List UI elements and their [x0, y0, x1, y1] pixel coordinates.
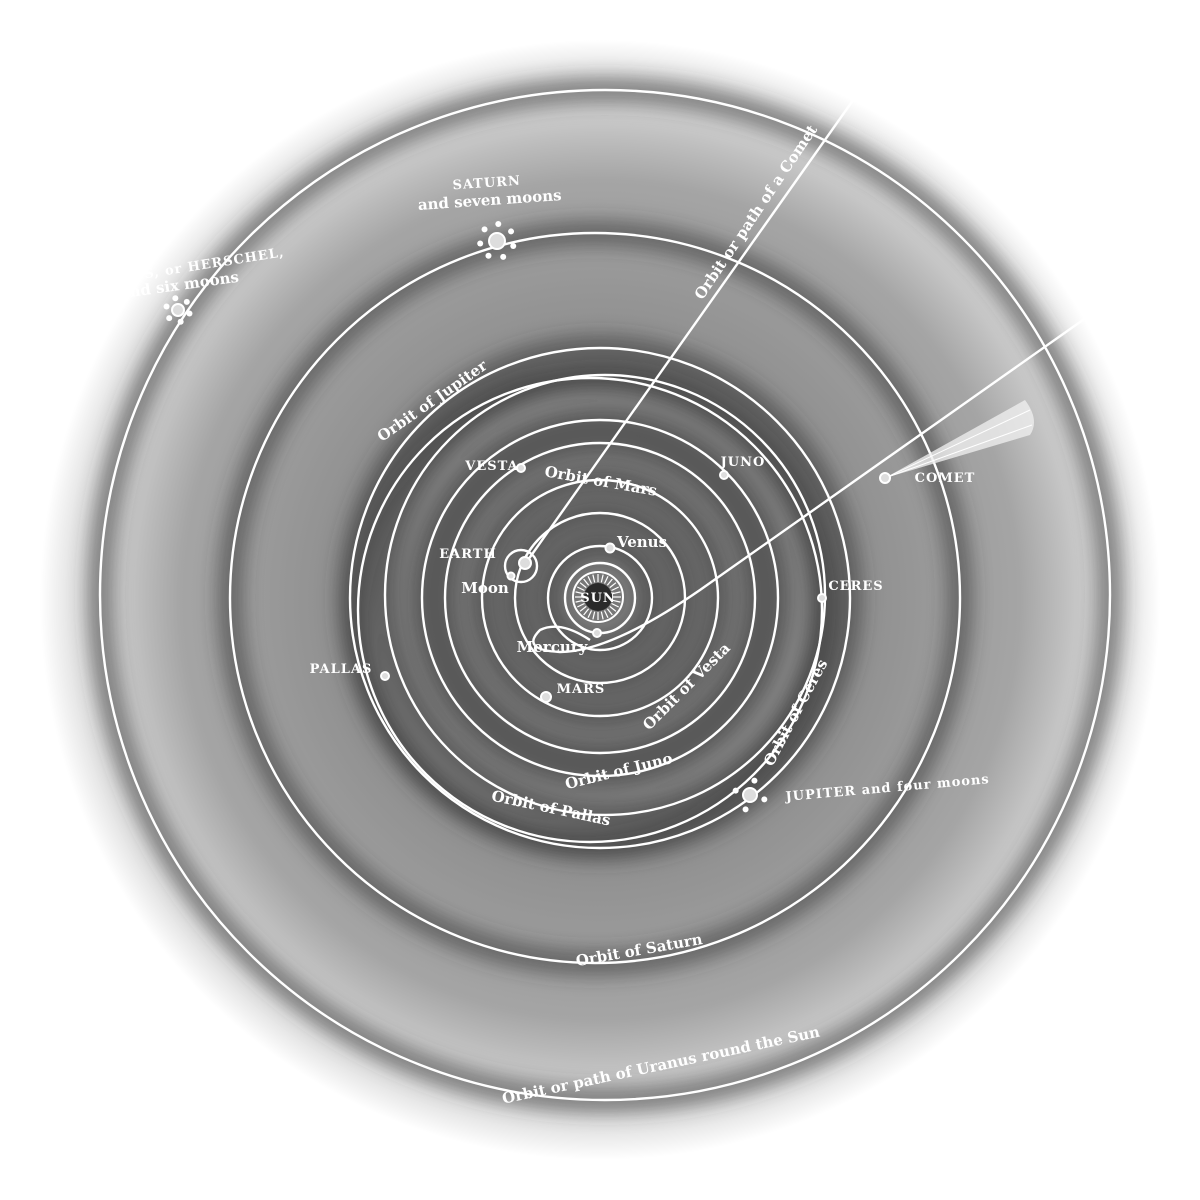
- saturn-moon: [477, 240, 484, 247]
- sun-ray: [609, 582, 617, 589]
- sun-ray: [587, 610, 593, 618]
- comet-path-1: [527, 54, 886, 561]
- saturn-orbit: [228, 231, 962, 965]
- uranus-moon: [177, 318, 184, 325]
- moons: [163, 221, 768, 813]
- saturn-sublabel: and seven moons: [417, 186, 562, 214]
- mars-orbit: [480, 478, 720, 718]
- moon-planet: [506, 571, 516, 581]
- mars-label: MARS: [557, 682, 606, 697]
- mars-planet: [540, 691, 552, 703]
- planets: [163, 221, 891, 813]
- comet-path-2: [532, 314, 1091, 654]
- sun-ray: [609, 605, 617, 612]
- saturn-moon: [510, 243, 517, 250]
- sun-label: SUN: [580, 591, 616, 606]
- sun-ray: [575, 599, 584, 603]
- jupiter-orbit: [348, 346, 852, 850]
- sun-ray: [611, 586, 619, 592]
- uranus-moon: [166, 315, 173, 322]
- juno-planet: [719, 470, 729, 480]
- venus-orbit: [546, 544, 654, 652]
- uranus-moon: [183, 298, 190, 305]
- pallas-orbit: [356, 376, 824, 844]
- sun-ray: [600, 611, 604, 620]
- vesta-orbit: [443, 441, 757, 755]
- saturn-moon: [495, 221, 502, 228]
- sun-ray: [600, 574, 604, 583]
- orbits: [98, 54, 1112, 1102]
- uranus-planet: [171, 303, 185, 317]
- juno-orbit: [420, 418, 780, 778]
- comet-label: COMET: [915, 471, 976, 486]
- sun-ray: [612, 599, 621, 603]
- mercury-planet: [592, 628, 602, 638]
- saturn-moon: [481, 226, 488, 233]
- saturn-planet: [488, 232, 506, 250]
- moon-label: Moon: [461, 579, 509, 597]
- uranus-orbit: [98, 88, 1112, 1102]
- juno-label: JUNO: [720, 455, 766, 470]
- sun-ray: [579, 605, 587, 612]
- sun-ray: [612, 591, 621, 595]
- sun-ray: [592, 611, 596, 620]
- uranus-moon: [163, 303, 170, 310]
- ceres-label: CERES: [828, 579, 883, 594]
- sun-ray: [606, 578, 613, 586]
- jupiter-moon: [742, 806, 749, 813]
- sun-ray: [579, 582, 587, 589]
- sun-ray: [583, 578, 590, 586]
- comet-head: [879, 472, 891, 484]
- sun-ray: [603, 610, 609, 618]
- comet-tail: [885, 400, 1034, 478]
- earth-label: EARTH: [439, 547, 497, 562]
- moon-orbit: [503, 548, 539, 584]
- ceres-planet: [817, 593, 827, 603]
- sun-ray: [611, 602, 619, 608]
- saturn-label: SATURN: [452, 174, 521, 194]
- sun: SUN: [572, 571, 624, 623]
- sun-ray: [606, 608, 613, 616]
- pallas-planet: [380, 671, 390, 681]
- sun-ray: [603, 576, 609, 584]
- jupiter-moon: [732, 787, 739, 794]
- sun-ray: [583, 608, 590, 616]
- uranus-moon: [172, 295, 179, 302]
- venus-label: Venus: [616, 533, 667, 551]
- jupiter-planet: [742, 787, 758, 803]
- sun-ray: [592, 574, 596, 583]
- venus-planet: [604, 542, 616, 554]
- saturn-moon: [485, 252, 492, 259]
- sun-ray: [587, 576, 593, 584]
- pallas-label: PALLAS: [310, 662, 373, 677]
- mercury-label: Mercury: [517, 638, 589, 656]
- earth-planet: [518, 556, 532, 570]
- uranus-moon: [186, 310, 193, 317]
- sun-rays: [575, 574, 621, 620]
- sun-ray: [577, 586, 585, 592]
- jupiter-moon: [751, 777, 758, 784]
- saturn-moon: [508, 228, 515, 235]
- vesta-label: VESTA: [464, 459, 518, 474]
- saturn-moon: [500, 253, 507, 260]
- vesta-planet: [516, 463, 526, 473]
- jupiter-moon: [761, 796, 768, 803]
- sun-ray: [575, 591, 584, 595]
- sun-ray: [577, 602, 585, 608]
- earth-orbit: [513, 511, 687, 685]
